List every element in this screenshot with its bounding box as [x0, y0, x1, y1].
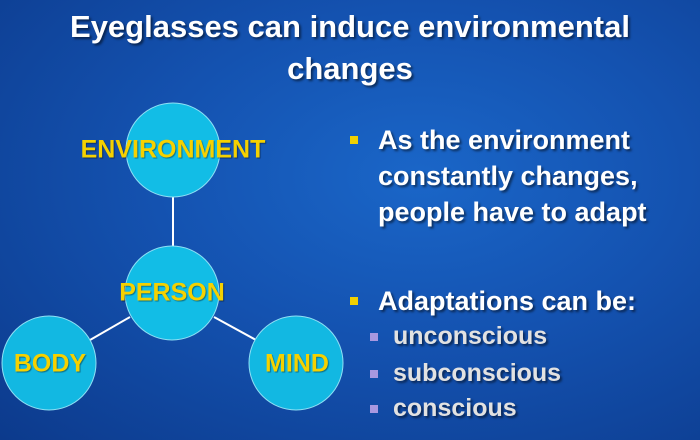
bullet-1-line: people have to adapt — [378, 197, 647, 227]
node-body — [1, 315, 97, 411]
label-body: BODY — [13, 349, 87, 378]
bullet-2: Adaptations can be: — [378, 286, 637, 316]
connector-person-mind — [213, 316, 257, 341]
sub-item-subconscious: subconscious — [393, 359, 562, 387]
sub-bullet-icon — [370, 370, 378, 378]
connector-person-body — [89, 316, 131, 341]
bullet-icon — [350, 136, 358, 144]
bullet-1: As the environment constantly changes, p… — [378, 122, 647, 230]
bullet-icon — [350, 297, 358, 305]
sub-item-unconscious: unconscious — [393, 322, 548, 350]
sub-bullet-icon — [370, 333, 378, 341]
slide-title: Eyeglasses can induce environmental chan… — [0, 6, 700, 90]
node-mind — [248, 315, 344, 411]
label-person: PERSON — [119, 278, 225, 307]
bullet-1-line: As the environment — [378, 125, 631, 155]
node-person — [124, 245, 220, 341]
label-mind: MIND — [265, 349, 329, 378]
bullet-1-line: constantly changes, — [378, 161, 638, 191]
sub-bullet-icon — [370, 405, 378, 413]
title-line-1: Eyeglasses can induce environmental — [70, 9, 630, 44]
sub-item-conscious: conscious — [393, 394, 517, 422]
node-environment — [125, 102, 221, 198]
title-line-2: changes — [287, 51, 413, 86]
label-environment: ENVIRONMENT — [80, 135, 266, 164]
